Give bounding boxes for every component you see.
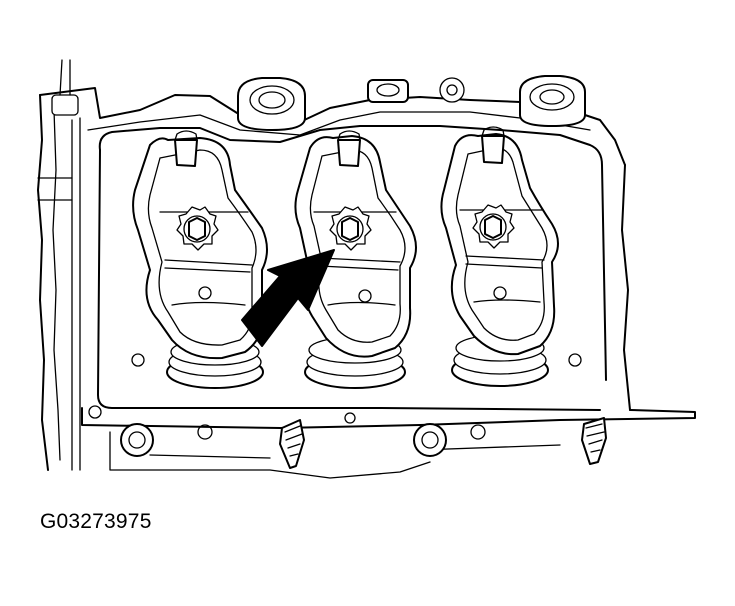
rocker-arm-3: [441, 127, 558, 386]
flange-hardware: [121, 418, 606, 468]
stud-right: [582, 418, 606, 464]
center-port-boss: [368, 78, 464, 102]
cylinder-head-casting: [38, 60, 695, 478]
rocker-arm-1: [133, 131, 267, 388]
right-port-boss: [520, 76, 585, 126]
rocker-arm-2: [295, 131, 416, 388]
figure-id-label: G03273975: [40, 510, 152, 533]
top-bosses: [238, 76, 585, 130]
arrow-icon: [242, 250, 334, 346]
rocker-arm-diagram: [0, 0, 735, 500]
stud-left: [280, 420, 304, 468]
left-port-boss: [238, 78, 305, 130]
